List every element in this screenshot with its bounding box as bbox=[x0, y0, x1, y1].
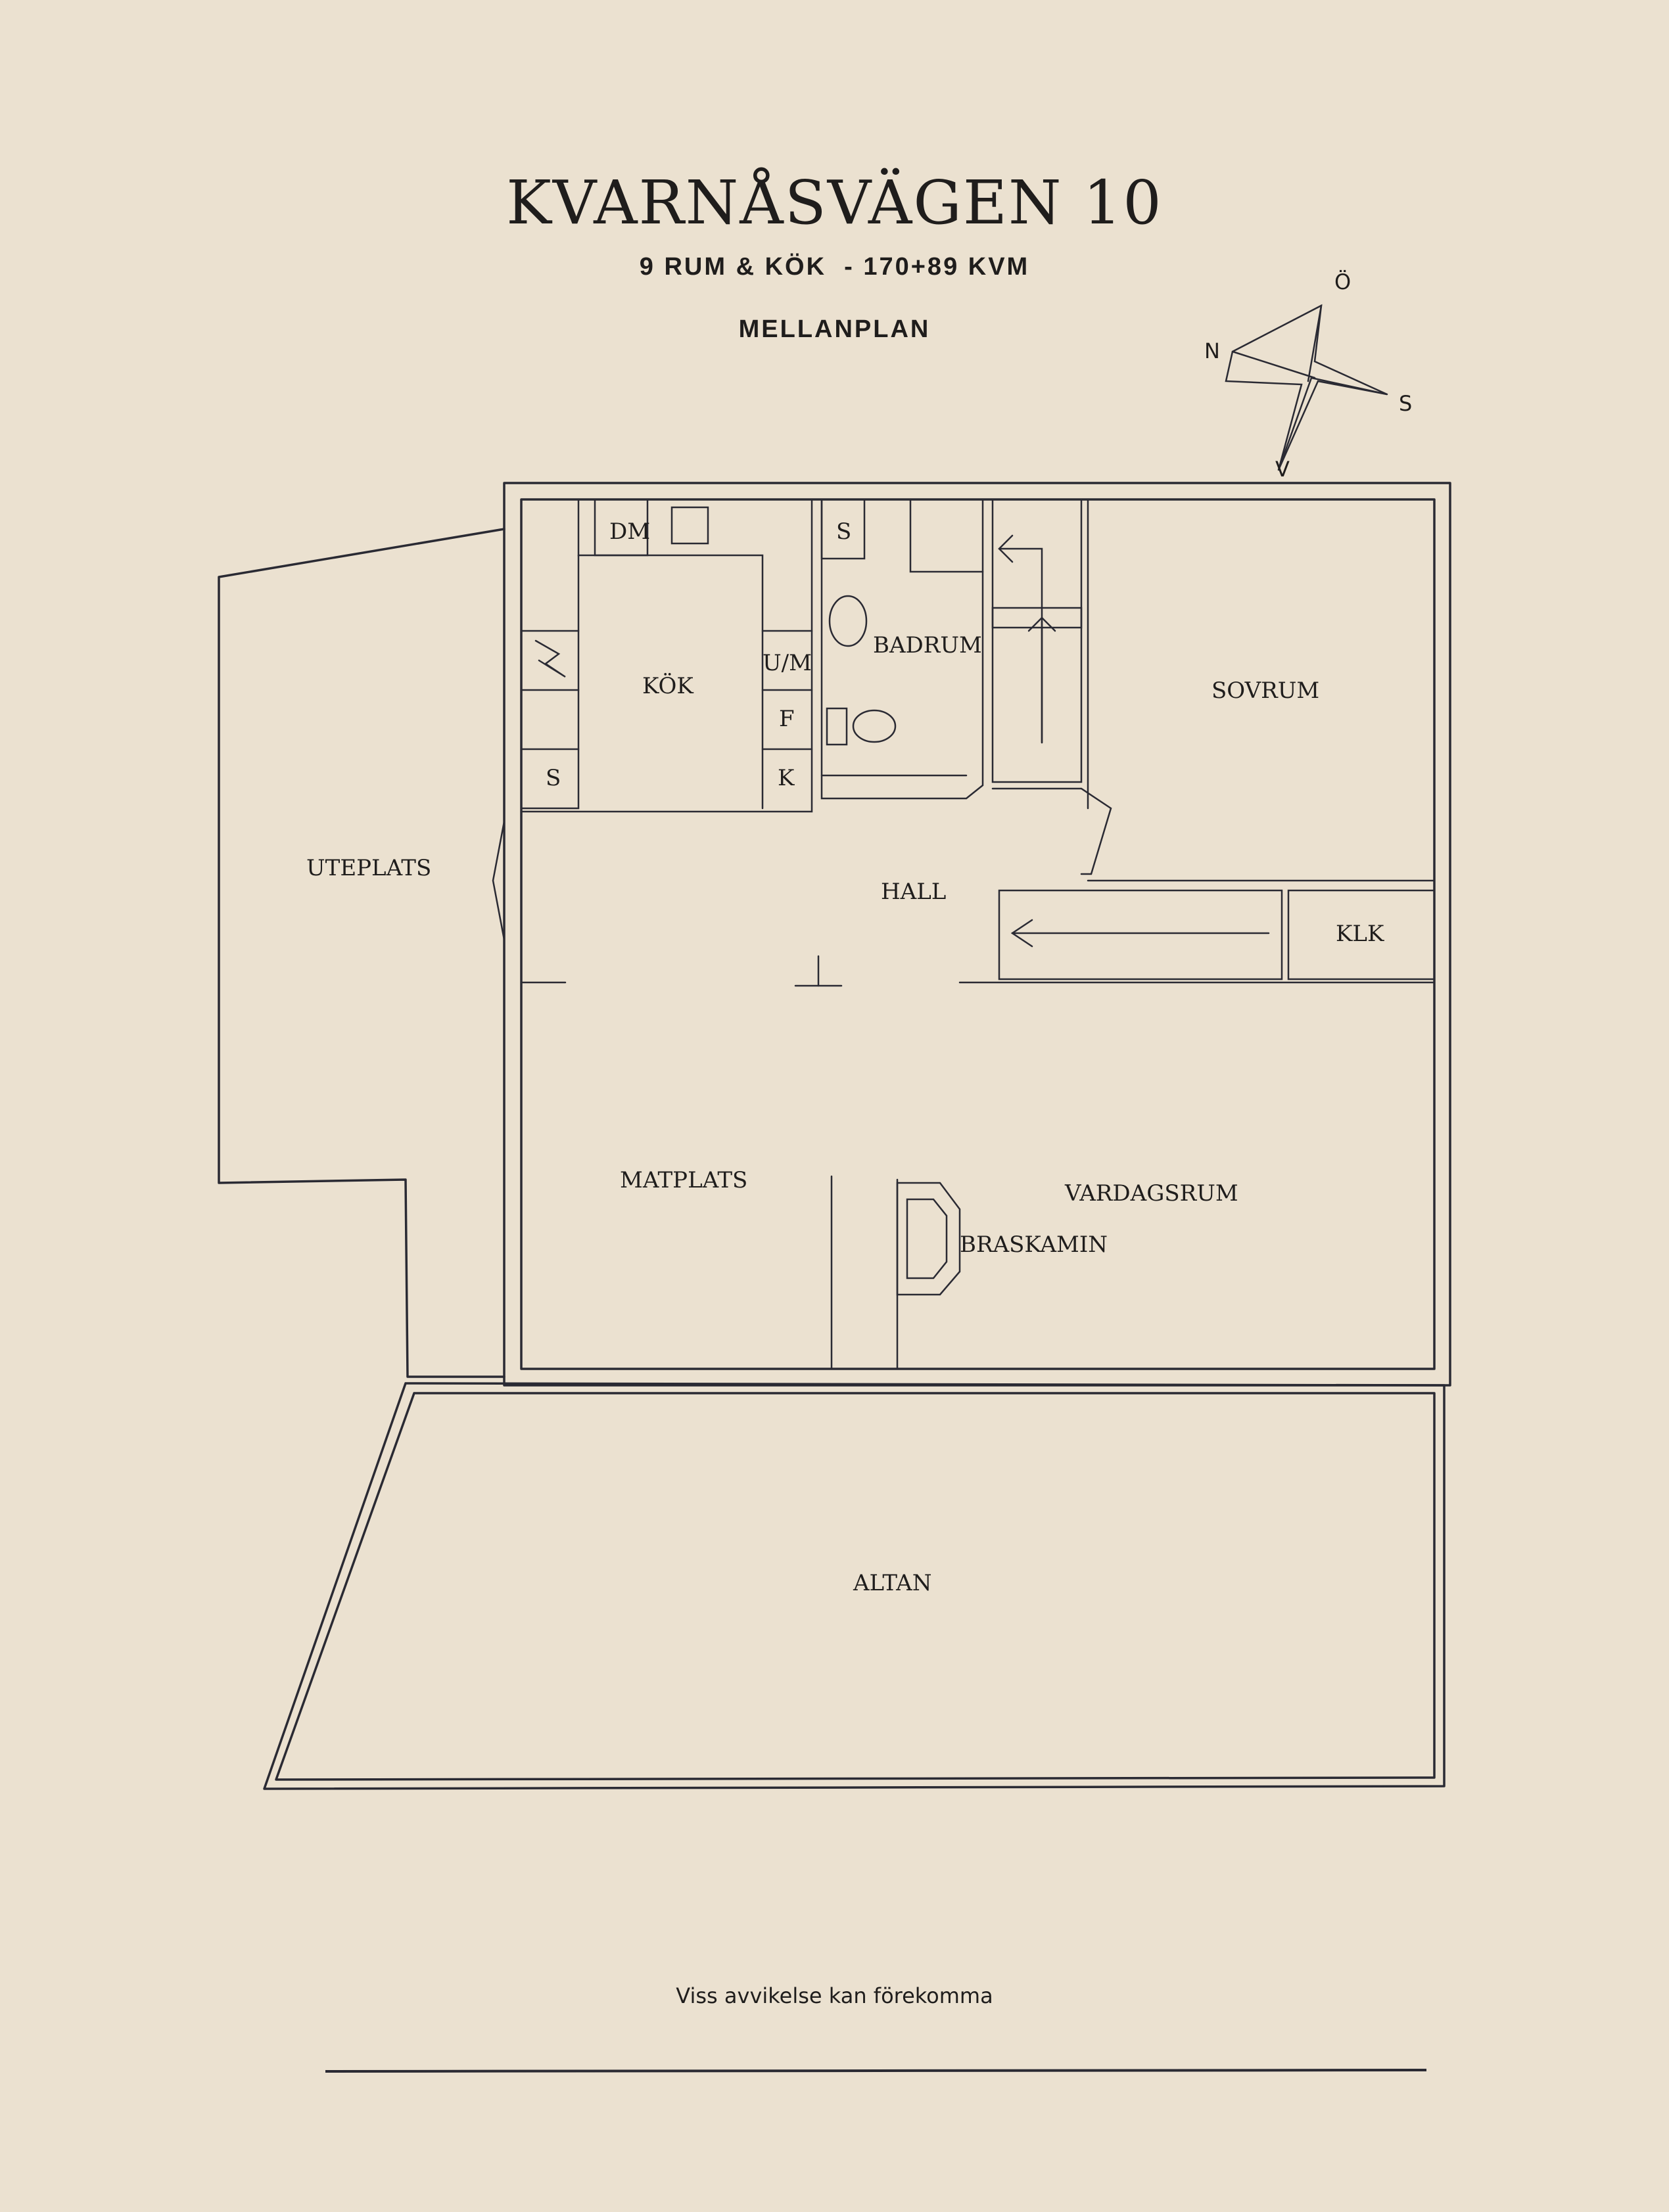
compass-east-label: Ö bbox=[1334, 269, 1351, 294]
footer-divider bbox=[325, 2069, 1427, 2073]
page-subtitle: 9 RUM & KÖK - 170+89 KVM bbox=[639, 253, 1030, 281]
floor-level-label: MELLANPLAN bbox=[738, 315, 931, 343]
bathroom-walls bbox=[820, 498, 984, 800]
hall-closets bbox=[958, 889, 1436, 984]
room-label-kok: KÖK bbox=[642, 672, 693, 699]
uteplats-outline bbox=[218, 528, 505, 1378]
stairs bbox=[991, 498, 1112, 875]
room-label-altan: ALTAN bbox=[853, 1570, 931, 1596]
interior-walls bbox=[492, 820, 899, 1370]
room-label-braskamin: BRASKAMIN bbox=[960, 1232, 1108, 1258]
page-title: KVARNÅSVÄGEN 10 bbox=[506, 168, 1163, 238]
room-label-klk: KLK bbox=[1336, 921, 1384, 947]
room-label-hall: HALL bbox=[881, 879, 946, 905]
fireplace-icon bbox=[896, 1182, 961, 1296]
room-label-uteplats: UTEPLATS bbox=[306, 855, 431, 881]
kitchen-walls bbox=[520, 498, 813, 813]
room-label-vardagsrum: VARDAGSRUM bbox=[1064, 1180, 1238, 1207]
disclaimer-text: Viss avvikelse kan förekomma bbox=[676, 1983, 993, 2008]
room-label-sovrum: SOVRUM bbox=[1211, 678, 1319, 704]
room-label-k: K bbox=[778, 765, 795, 791]
room-label-s-kitchen: S bbox=[546, 765, 561, 791]
room-label-f: F bbox=[779, 706, 795, 732]
bedroom-walls bbox=[1087, 498, 1436, 882]
compass-south-label: S bbox=[1399, 391, 1412, 416]
room-label-s-top: S bbox=[836, 518, 851, 545]
room-label-um: U/M bbox=[763, 650, 812, 676]
room-label-dm: DM bbox=[609, 518, 650, 545]
compass-rose-icon: Ö N S V bbox=[1204, 269, 1412, 482]
altan-outline bbox=[263, 1382, 1446, 1790]
compass-west-label: V bbox=[1275, 457, 1290, 482]
room-label-badrum: BADRUM bbox=[873, 632, 982, 658]
room-label-matplats: MATPLATS bbox=[620, 1167, 747, 1193]
compass-north-label: N bbox=[1204, 338, 1220, 363]
